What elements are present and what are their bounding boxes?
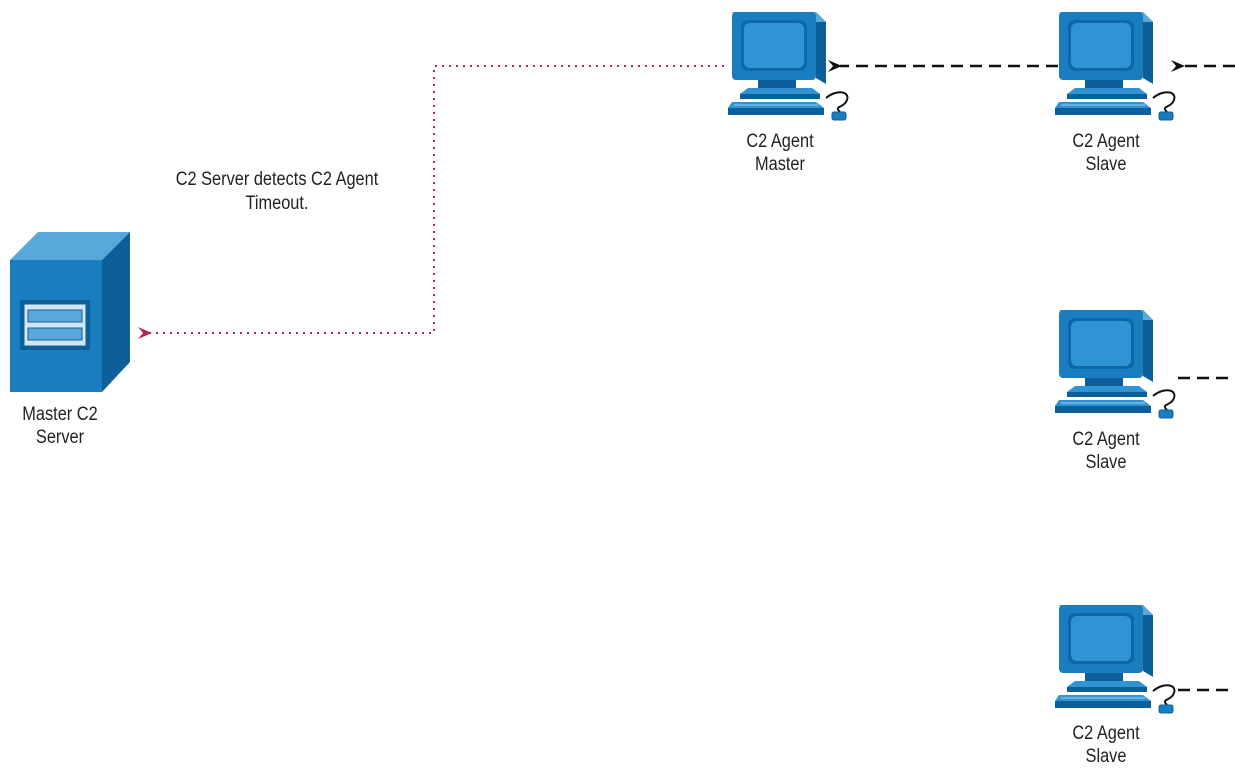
workstation-icon — [1054, 11, 1176, 121]
agent-label: C2 Agent Slave — [1072, 723, 1140, 767]
workstation-icon — [1054, 604, 1176, 714]
annotation-line2: Timeout. — [245, 193, 309, 214]
agent-label: C2 Agent Slave — [1072, 429, 1140, 473]
annotation-line1: C2 Server detects C2 Agent — [175, 169, 379, 190]
agent-label: C2 Agent Master — [746, 131, 814, 175]
server-icon — [9, 231, 131, 393]
agent-label: C2 Agent Slave — [1072, 131, 1140, 175]
timeout-annotation: C2 Server detects C2 Agent Timeout. — [135, 168, 419, 216]
workstation-icon — [1054, 309, 1176, 419]
server-label: Master C2 Server — [22, 404, 98, 448]
workstation-icon — [727, 11, 849, 121]
